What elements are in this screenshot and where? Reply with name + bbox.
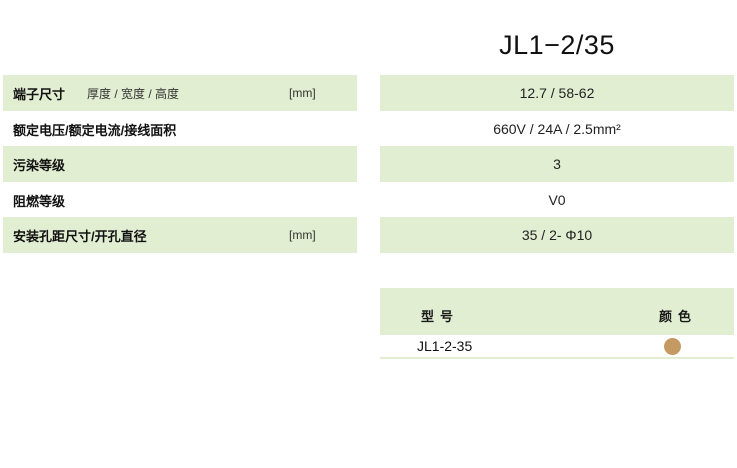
spec-sublabel: 厚度 / 宽度 / 高度 (87, 86, 180, 101)
spec-value-mounting: 35 / 2- Φ10 (380, 217, 734, 253)
product-title: JL1−2/35 (499, 30, 615, 60)
spec-row-pollution: 污染等级 (3, 146, 357, 182)
spec-unit: [mm] (289, 86, 316, 100)
spec-value-rating: 660V / 24A / 2.5mm² (493, 121, 621, 137)
spec-row-mounting: 安装孔距尺寸/开孔直径 [mm] (3, 217, 357, 253)
spec-label: 污染等级 (13, 157, 66, 173)
spec-row-terminal-size: 端子尺寸 厚度 / 宽度 / 高度 [mm] (3, 75, 357, 111)
color-table-row: JL1-2-35 (380, 335, 734, 359)
spec-value-flame: V0 (548, 192, 566, 208)
color-swatch-icon (664, 338, 681, 355)
color-table-header: 型号 颜色 (380, 288, 734, 335)
spec-value-terminal-size: 12.7 / 58-62 (380, 75, 734, 111)
color-header: 颜色 (659, 309, 698, 324)
model-header: 型号 (421, 309, 460, 324)
spec-row-flame: 阻燃等级 (3, 182, 357, 218)
spec-value-pollution: 3 (380, 146, 734, 182)
spec-unit: [mm] (289, 228, 316, 242)
spec-label: 阻燃等级 (13, 193, 66, 209)
spec-row-rating: 额定电压/额定电流/接线面积 (3, 111, 357, 147)
spec-label: 额定电压/额定电流/接线面积 (13, 122, 177, 138)
spec-label: 安装孔距尺寸/开孔直径 (13, 228, 147, 244)
spec-label: 端子尺寸 (13, 86, 66, 102)
model-value: JL1-2-35 (417, 338, 473, 354)
